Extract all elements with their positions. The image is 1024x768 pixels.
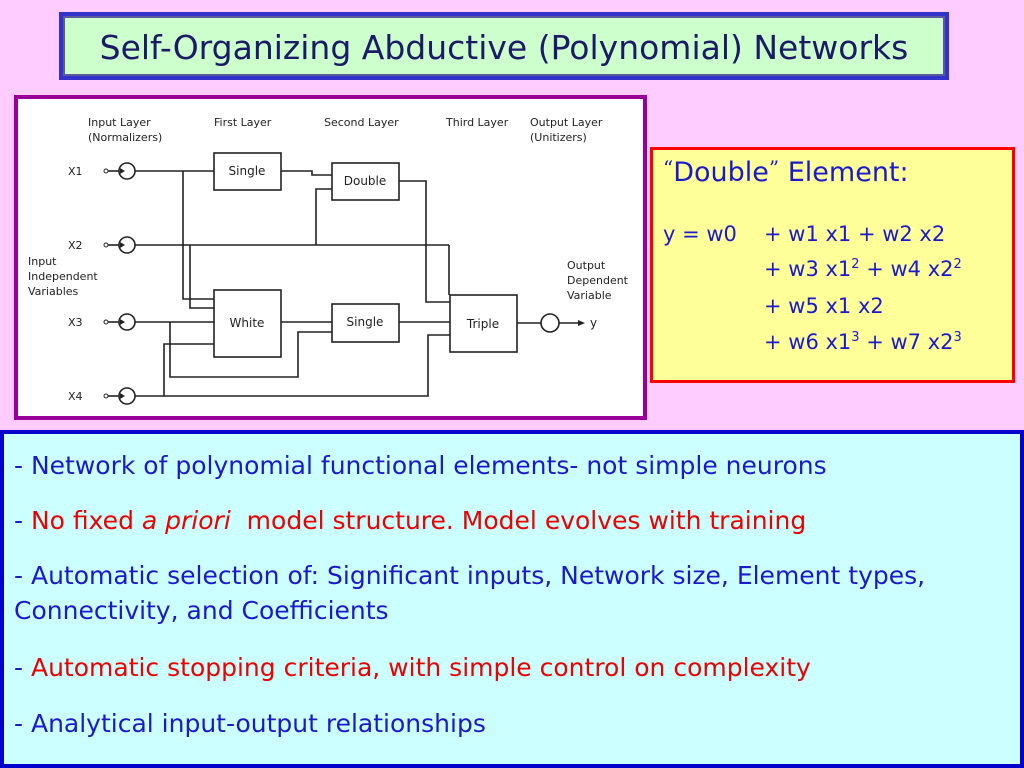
equation-line-2: + w3 x12 + w4 x22: [764, 257, 962, 281]
input-x1-label: X1: [68, 165, 83, 178]
bullets-box: - Network of polynomial functional eleme…: [0, 430, 1024, 768]
title-box: Self-Organizing Abductive (Polynomial) N…: [59, 12, 949, 80]
equation-line-4: + w6 x13 + w7 x23: [764, 330, 962, 354]
double-word: Double: [673, 157, 769, 188]
x1-to-white: [182, 171, 214, 300]
input-x4-label: X4: [68, 390, 83, 403]
network-diagram: Input Layer (Normalizers) First Layer Se…: [14, 95, 647, 420]
x4-to-triple: [135, 334, 450, 397]
first-layer-label: First Layer: [214, 116, 272, 129]
x3-to-single2: [169, 322, 332, 378]
single-element-2-label: Single: [347, 315, 384, 329]
input-x2-label: X2: [68, 239, 83, 252]
single-element-1: [213, 152, 282, 191]
output-layer-sublabel: (Unitizers): [530, 131, 587, 144]
x4-to-white: [163, 343, 214, 396]
equation-line-1: + w1 x1 + w2 x2: [764, 222, 946, 246]
white-element: [213, 289, 282, 358]
output-vars-line2: Dependent: [567, 274, 629, 287]
equation-prefix: y = w0: [663, 222, 737, 246]
bullet-polynomial-elements: - Network of polynomial functional eleme…: [14, 451, 827, 480]
open-quote: “: [663, 156, 674, 180]
single-element-1-label: Single: [229, 164, 266, 178]
unitizer-output: [540, 313, 560, 333]
double-element: [331, 162, 400, 201]
output-layer-label: Output Layer: [530, 116, 603, 129]
bullet-no-fixed-structure: - No fixed a priori model structure. Mod…: [14, 506, 807, 535]
double-element-label: Double: [344, 174, 387, 188]
double-to-triple: [399, 180, 450, 303]
single-to-double: [281, 170, 332, 176]
output-arrowhead: [578, 320, 585, 326]
third-layer-label: Third Layer: [445, 116, 509, 129]
white-element-label: White: [230, 316, 265, 330]
input-vars-line1: Input: [28, 255, 57, 268]
x2-to-white: [189, 245, 214, 309]
slide-title: Self-Organizing Abductive (Polynomial) N…: [99, 28, 909, 67]
output-y-label: y: [590, 316, 597, 330]
element-word: Element:: [779, 157, 909, 188]
x4-arrowhead: [120, 393, 125, 399]
close-quote: ”: [768, 156, 780, 180]
input-x3-label: X3: [68, 316, 83, 329]
output-vars-line1: Output: [567, 259, 606, 272]
double-element-heading: “Double” Element:: [663, 156, 909, 188]
input-vars-line3: Variables: [28, 285, 79, 298]
x1-arrowhead: [120, 168, 125, 174]
x3-arrowhead: [120, 319, 125, 325]
triple-element: [449, 294, 518, 353]
triple-element-label: Triple: [466, 317, 499, 331]
output-vars-line3: Variable: [567, 289, 612, 302]
x2-arrowhead: [120, 242, 125, 248]
equation-line-3: + w5 x1 x2: [764, 294, 884, 318]
bullet-analytical-relationships: - Analytical input-output relationships: [14, 709, 486, 738]
double-element-box: “Double” Element: y = w0 + w1 x1 + w2 x2…: [650, 147, 1015, 383]
x2-to-double: [315, 188, 332, 245]
input-layer-sublabel: (Normalizers): [88, 131, 162, 144]
second-layer-label: Second Layer: [324, 116, 399, 129]
network-diagram-svg: Input Layer (Normalizers) First Layer Se…: [28, 116, 629, 405]
single-element-2: [331, 303, 400, 343]
input-layer-label: Input Layer: [88, 116, 151, 129]
bullet-stopping-criteria: - Automatic stopping criteria, with simp…: [14, 653, 811, 682]
input-vars-line2: Independent: [28, 270, 98, 283]
bullet-automatic-selection: - Automatic selection of: Significant in…: [14, 561, 926, 625]
